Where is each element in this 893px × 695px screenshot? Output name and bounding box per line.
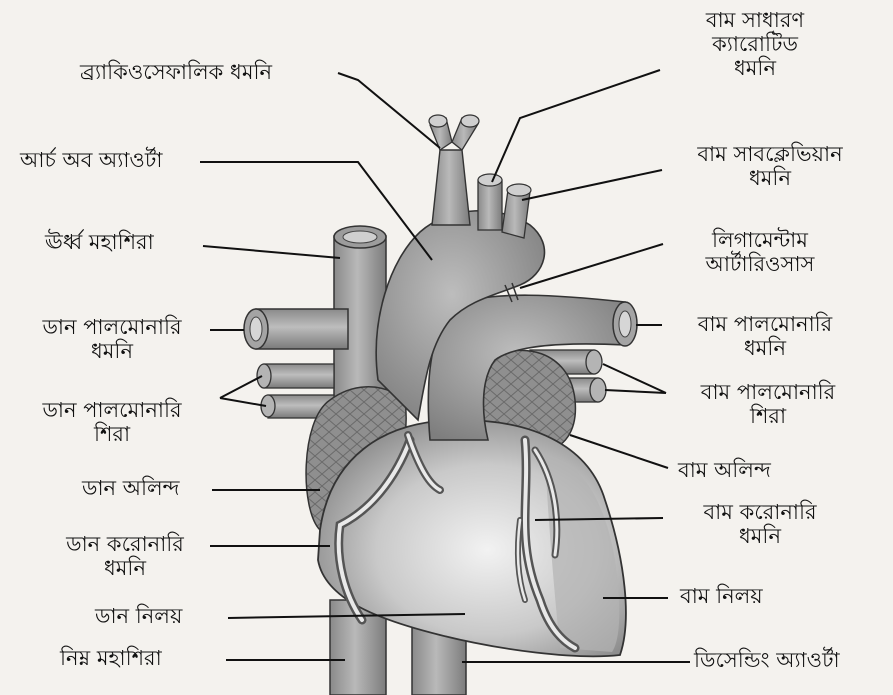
label-descending-aorta: ডিসেন্ডিং অ্যাওর্টা bbox=[694, 648, 840, 672]
label-left-pulmonary-vein-line1: বাম পালমোনারি bbox=[668, 380, 868, 404]
label-right-coronary-artery: ডান করোনারি ধমনি bbox=[35, 532, 215, 580]
label-right-pulmonary-vein-line2: শিরা bbox=[12, 422, 212, 446]
label-right-pulmonary-artery-line2: ধমনি bbox=[12, 339, 212, 363]
left-carotid-artery-shape bbox=[478, 174, 502, 230]
label-left-pulmonary-artery-line1: বাম পালমোনারি bbox=[665, 312, 865, 336]
label-left-pulmonary-artery: বাম পালমোনারি ধমনি bbox=[665, 312, 865, 360]
label-left-ventricle: বাম নিলয় bbox=[680, 584, 763, 608]
label-right-coronary-artery-line1: ডান করোনারি bbox=[35, 532, 215, 556]
label-ligamentum-arteriosum: লিগামেন্টাম আর্টারিওসাস bbox=[665, 228, 855, 276]
label-left-carotid-line1: বাম সাধারণ bbox=[660, 8, 850, 32]
label-ligamentum-line1: লিগামেন্টাম bbox=[665, 228, 855, 252]
label-brachiocephalic-artery: ব্র্যাকিওসেফালিক ধমনি bbox=[80, 60, 272, 84]
label-left-coronary-artery-line2: ধমনি bbox=[665, 524, 855, 548]
label-left-coronary-artery: বাম করোনারি ধমনি bbox=[665, 500, 855, 548]
label-left-pulmonary-vein-line2: শিরা bbox=[668, 404, 868, 428]
label-left-coronary-artery-line1: বাম করোনারি bbox=[665, 500, 855, 524]
label-inferior-vena-cava: নিম্ন মহাশিরা bbox=[60, 646, 162, 670]
label-right-coronary-artery-line2: ধমনি bbox=[35, 556, 215, 580]
label-right-pulmonary-artery: ডান পালমোনারি ধমনি bbox=[12, 315, 212, 363]
label-right-pulmonary-vein-line1: ডান পালমোনারি bbox=[12, 398, 212, 422]
label-right-ventricle: ডান নিলয় bbox=[95, 604, 182, 628]
label-superior-vena-cava: ঊর্ধ্ব মহাশিরা bbox=[45, 230, 154, 254]
label-left-subclavian-line2: ধমনি bbox=[665, 166, 875, 190]
label-right-pulmonary-artery-line1: ডান পালমোনারি bbox=[12, 315, 212, 339]
label-right-pulmonary-vein: ডান পালমোনারি শিরা bbox=[12, 398, 212, 446]
label-left-subclavian-line1: বাম সাবক্লেভিয়ান bbox=[665, 142, 875, 166]
label-left-carotid-line3: ধমনি bbox=[660, 56, 850, 80]
label-left-atrium: বাম অলিন্দ bbox=[678, 458, 771, 482]
label-left-common-carotid-artery: বাম সাধারণ ক্যারোটিড ধমনি bbox=[660, 8, 850, 80]
label-right-atrium: ডান অলিন্দ bbox=[82, 476, 179, 500]
label-ligamentum-line2: আর্টারিওসাস bbox=[665, 252, 855, 276]
label-left-pulmonary-artery-line2: ধমনি bbox=[665, 336, 865, 360]
brachiocephalic-artery-shape bbox=[429, 115, 479, 225]
label-arch-of-aorta: আর্চ অব অ্যাওর্টা bbox=[20, 148, 162, 172]
label-left-carotid-line2: ক্যারোটিড bbox=[660, 32, 850, 56]
right-pulmonary-artery-shape bbox=[244, 309, 348, 349]
label-left-pulmonary-vein: বাম পালমোনারি শিরা bbox=[668, 380, 868, 428]
label-left-subclavian-artery: বাম সাবক্লেভিয়ান ধমনি bbox=[665, 142, 875, 190]
